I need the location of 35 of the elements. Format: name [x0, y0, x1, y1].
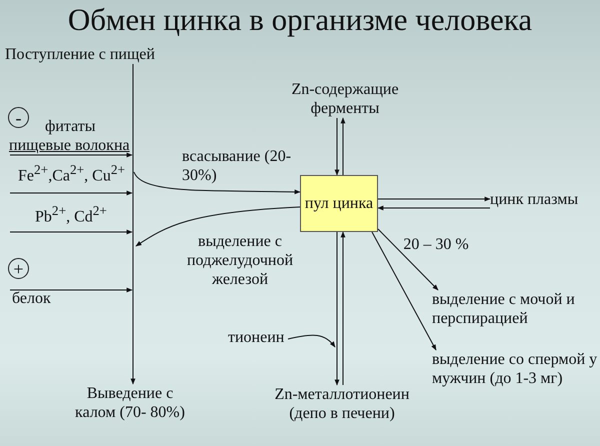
arrow: [340, 117, 346, 176]
node-text: тионеин: [228, 328, 288, 347]
arrow: [130, 64, 136, 385]
node-text: Выведение с калом (70- 80%): [70, 384, 190, 422]
arrow: [134, 172, 301, 194]
factor-label: Pb$^{2+}$, Cd$^{2+}$: [35, 202, 107, 226]
factor-label: белок: [12, 289, 51, 308]
edge-label: 20 – 30 %: [402, 235, 470, 254]
node-text: выделение со спермой у мужчин (до 1-3 мг): [432, 350, 600, 388]
diagram-title: Обмен цинка в организме человека: [66, 2, 534, 38]
arrow: [136, 206, 300, 246]
pool-box: [300, 175, 378, 232]
node-label: -: [16, 108, 22, 126]
factor-label: фитаты: [45, 117, 96, 136]
sign-circle: [8, 258, 29, 279]
node-text: Zn-содержащие ферменты: [270, 80, 420, 118]
node-label: +: [13, 260, 24, 278]
factor-label: пищевые волокна: [9, 136, 130, 155]
edge-label: выделение с поджелудочной железой: [186, 232, 294, 289]
node-label: пул цинка: [304, 194, 374, 213]
arrow: [378, 228, 438, 290]
node-text: цинк плазмы: [490, 190, 598, 209]
node-text: Zn-металлотионеин (депо в печени): [262, 385, 422, 423]
arrow: [378, 196, 491, 202]
arrow: [377, 206, 490, 210]
edge-label: всасывание (20-30%): [182, 147, 292, 185]
arrow: [340, 231, 346, 386]
arrow: [334, 232, 340, 386]
factor-label: Fe$^{2+}$,Ca$^{2+}$, Cu$^{2+}$: [18, 161, 126, 186]
node-text: выделение с мочой и перспирацией: [432, 290, 600, 328]
node-text: Поступление с пищей: [5, 45, 195, 64]
arrow: [288, 334, 336, 348]
arrow: [372, 232, 436, 351]
sign-circle: [8, 107, 29, 128]
arrow: [334, 118, 340, 176]
